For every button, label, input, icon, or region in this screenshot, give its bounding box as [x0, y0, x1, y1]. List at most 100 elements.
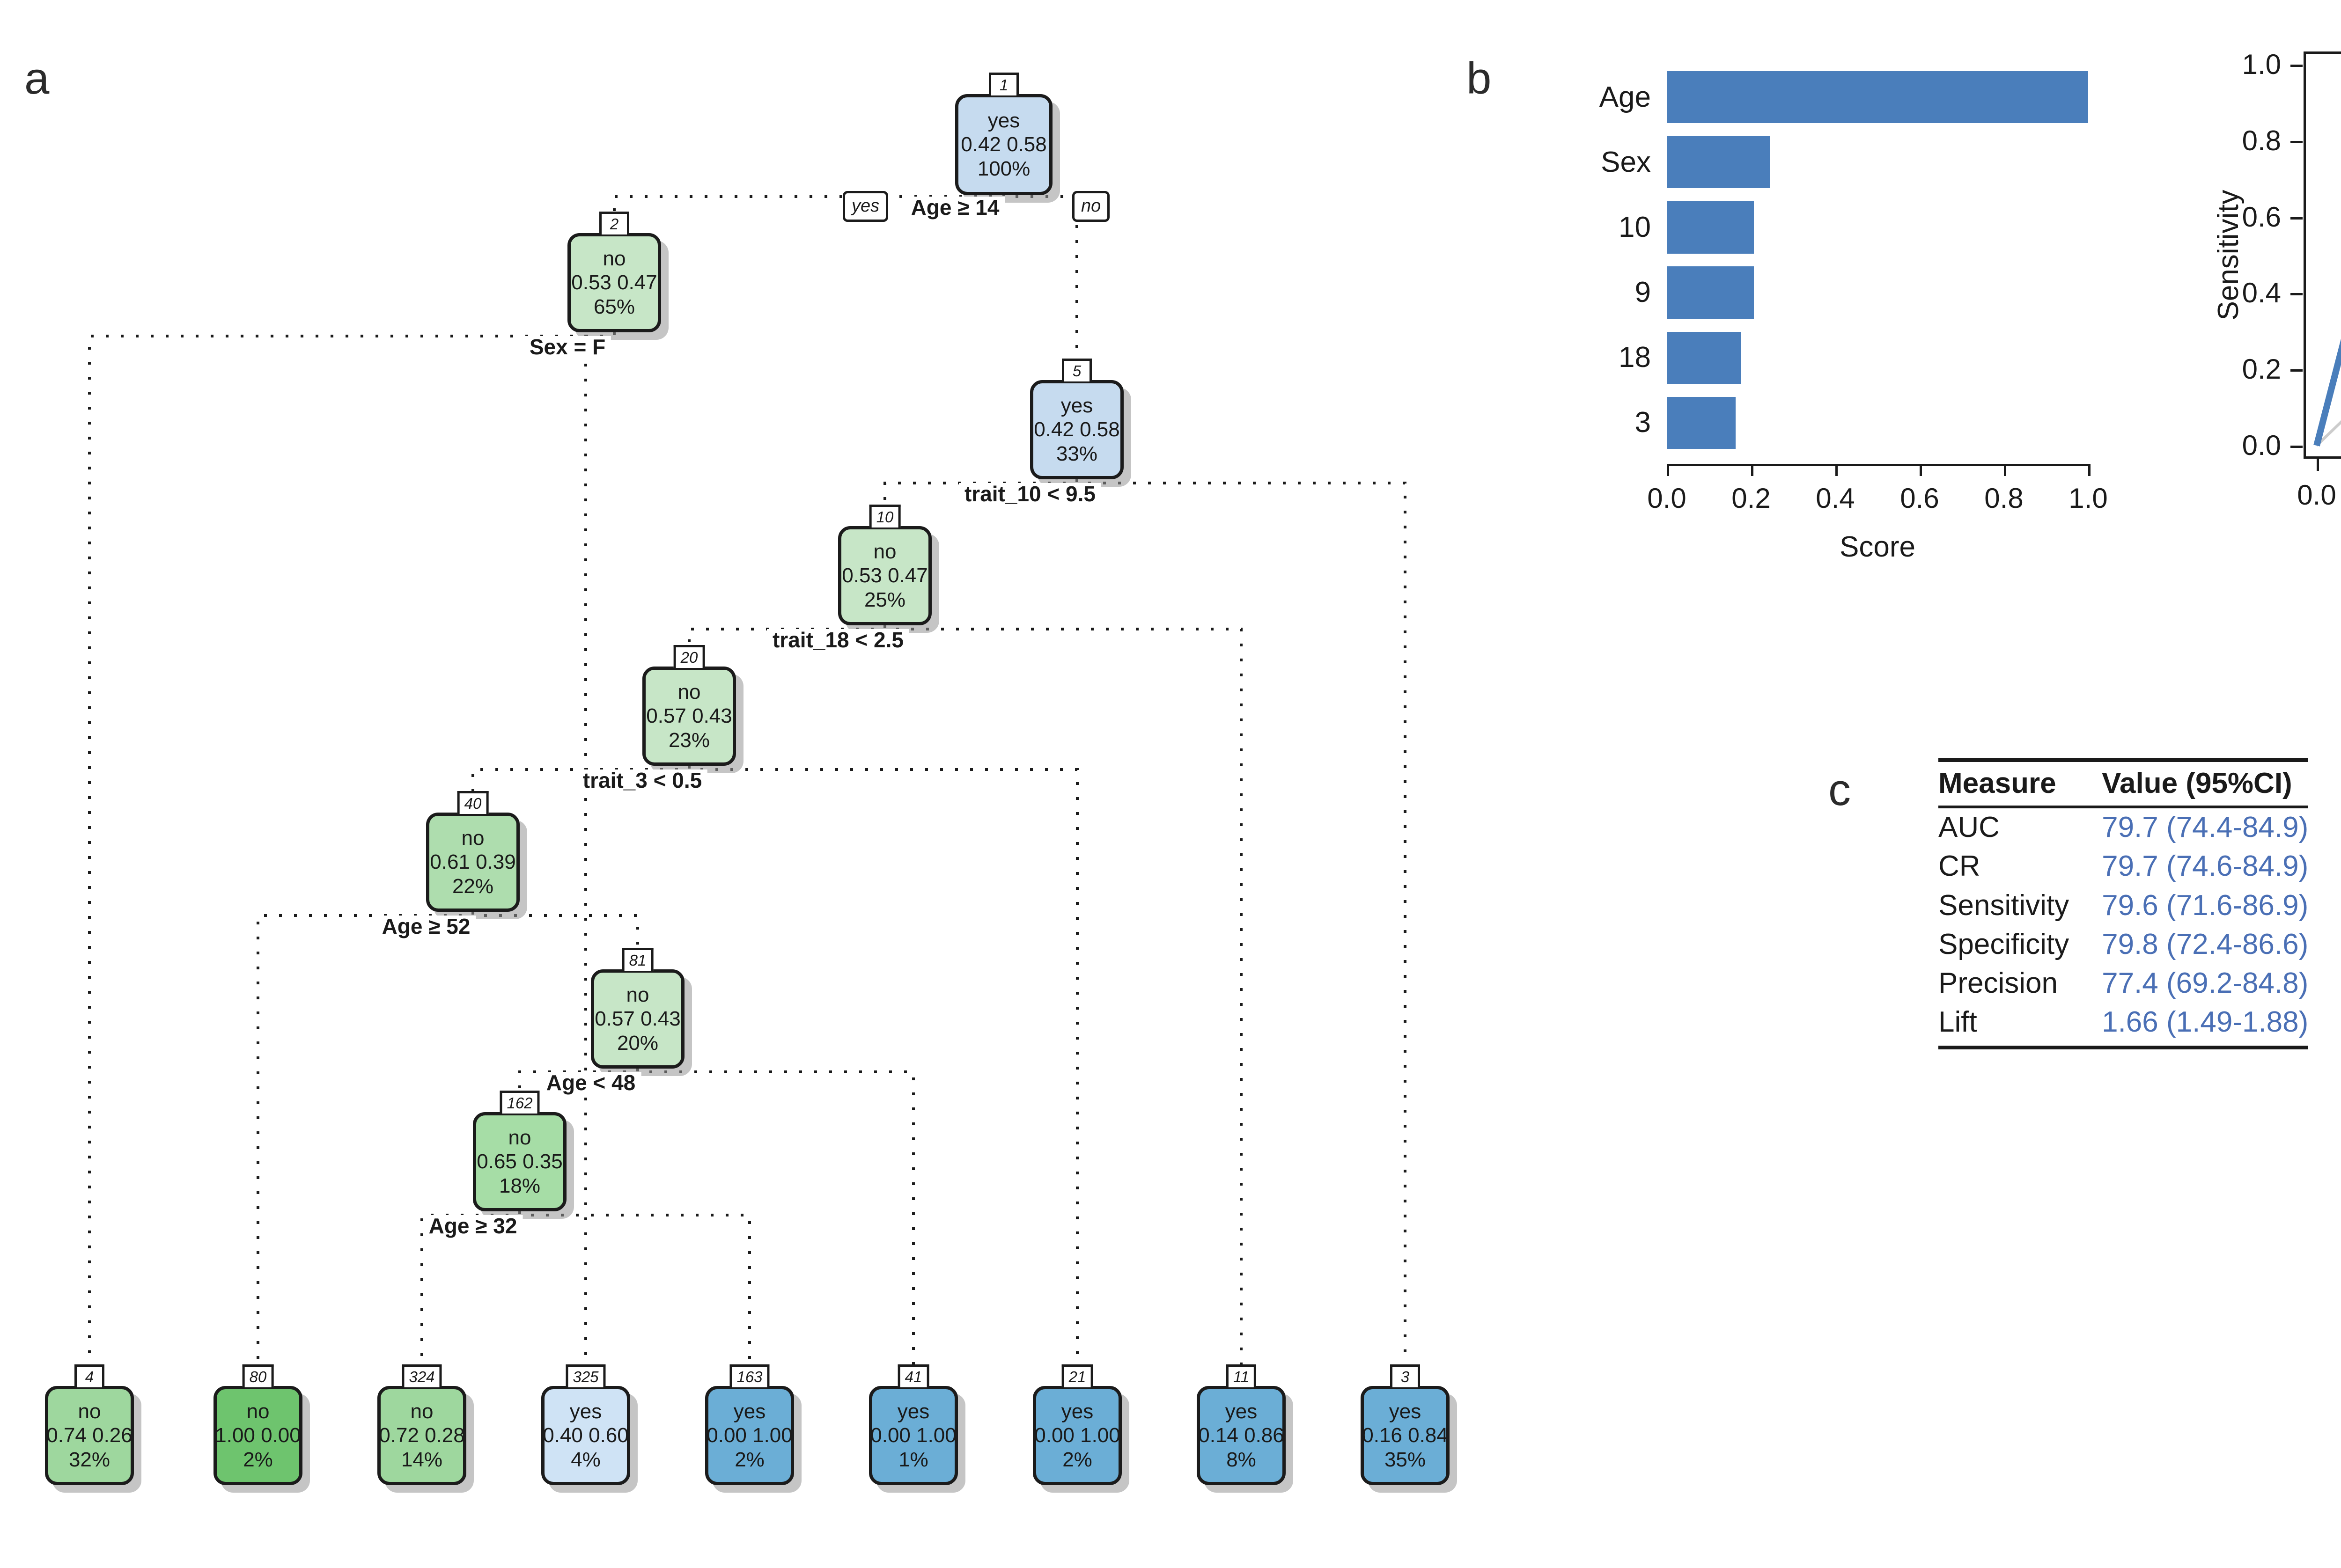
tree-node-class: no	[508, 1126, 531, 1150]
tree-node-badge: 2	[599, 212, 629, 234]
metrics-measure: Sensitivity	[1938, 889, 2069, 922]
tree-node-badge: 3	[1390, 1364, 1420, 1387]
panel-label-c: c	[1828, 765, 1851, 815]
bar-x-tick-label: 0.0	[1647, 483, 1686, 514]
tree-node-probs: 0.16 0.84	[1362, 1424, 1448, 1447]
metrics-measure: Lift	[1938, 1003, 2102, 1049]
tree-node-badge: 325	[566, 1364, 606, 1387]
bar-x-tick	[1667, 464, 1669, 476]
metrics-value: 79.6 (71.6-86.9)	[2102, 889, 2309, 922]
tree-split-label: trait_10 < 9.5	[958, 483, 1102, 505]
metrics-value: 79.7 (74.6-84.9)	[2102, 850, 2309, 883]
metrics-header-measure: Measure	[1938, 758, 2102, 809]
tree-node-probs: 0.00 1.00	[707, 1424, 793, 1447]
tree-node-class: no	[677, 681, 701, 704]
tree-node-badge: 41	[898, 1364, 929, 1387]
tree-node-probs: 0.00 1.00	[1034, 1424, 1120, 1447]
tree-node-class: no	[246, 1400, 270, 1423]
metrics-value: 79.7 (74.4-84.9)	[2102, 811, 2309, 844]
bar-x-tick-label: 0.8	[1984, 483, 2024, 514]
metrics-row: Precision 77.4 (69.2-84.8)	[1938, 964, 2308, 1003]
bar-x-tick-label: 1.0	[2069, 483, 2108, 514]
tree-node-class: yes	[1389, 1400, 1421, 1423]
tree-split-label: Age < 48	[540, 1072, 641, 1093]
bar-10	[1667, 201, 1754, 254]
tree-node-probs: 0.74 0.26	[46, 1424, 133, 1447]
tree-node-class: yes	[733, 1400, 766, 1423]
tree-node-badge: 20	[673, 645, 705, 668]
tree-split-label: trait_3 < 0.5	[577, 769, 708, 791]
tree-node-class: no	[78, 1400, 101, 1423]
panel-label-a: a	[24, 53, 50, 103]
tree-node-class: yes	[1061, 1400, 1094, 1423]
bar-category-label: 10	[1619, 211, 1651, 243]
tree-edge-20-21	[688, 766, 1079, 1364]
bar-category-label: Sex	[1601, 146, 1651, 178]
tree-node-probs: 0.57 0.43	[646, 704, 732, 728]
roc-x-tick	[2317, 459, 2319, 471]
tree-node-badge: 163	[729, 1364, 770, 1387]
tree-node-pct: 100%	[977, 157, 1031, 180]
tree-edge-10-11	[883, 625, 1243, 1364]
tree-node-class: yes	[897, 1400, 930, 1423]
bar-category-label: Age	[1599, 81, 1651, 113]
roc-y-tick-label: 0.0	[2242, 430, 2281, 461]
tree-node-badge: 10	[869, 505, 901, 528]
tree-split-label: trait_18 < 2.5	[766, 629, 910, 651]
metrics-value: 77.4 (69.2-84.8)	[2102, 967, 2309, 1000]
roc-series-layer	[2313, 338, 2341, 447]
tree-node-badge: 11	[1226, 1364, 1257, 1387]
roc-y-tick	[2290, 65, 2303, 67]
bar-18	[1667, 331, 1741, 384]
tree-node-class: no	[461, 827, 485, 850]
tree-node-class: yes	[987, 109, 1020, 132]
tree-node-probs: 0.72 0.28	[379, 1424, 465, 1447]
tree-node-badge: 324	[402, 1364, 442, 1387]
metrics-value: 1.66 (1.49-1.88)	[2102, 1003, 2309, 1049]
tree-node-class: no	[603, 247, 626, 271]
tree-edge-40-81	[471, 912, 639, 948]
roc-curve-chart: 0.00.20.40.60.81.00.00.20.40.60.81.01-Sp…	[2201, 47, 2341, 651]
roc-y-tick	[2290, 369, 2303, 372]
tree-node-badge: 1	[989, 73, 1019, 95]
bar-x-axis	[1667, 464, 2088, 466]
metrics-measure: Precision	[1938, 967, 2058, 1000]
bar-category-label: 3	[1634, 406, 1651, 439]
tree-node-pct: 14%	[401, 1448, 443, 1471]
roc-y-tick-label: 0.6	[2242, 201, 2281, 233]
tree-node-probs: 0.40 0.60	[543, 1424, 629, 1447]
roc-y-tick	[2290, 140, 2303, 143]
tree-node-badge: 21	[1061, 1364, 1093, 1387]
bar-x-tick	[2088, 464, 2091, 476]
tree-node-pct: 20%	[617, 1031, 659, 1055]
roc-y-tick-label: 0.2	[2242, 353, 2281, 385]
bar-x-tick-label: 0.4	[1816, 483, 1855, 514]
tree-branch-tag-yes: yes	[843, 191, 889, 222]
metrics-measure: CR	[1938, 850, 1980, 883]
roc-y-tick	[2290, 293, 2303, 296]
bar-x-tick	[1835, 464, 1838, 476]
roc-series-ROC	[2313, 338, 2341, 447]
tree-node-pct: 2%	[243, 1448, 273, 1471]
bar-x-tick	[2004, 464, 2006, 476]
bar-category-label: 9	[1634, 276, 1651, 309]
tree-edge-5-3	[1075, 479, 1406, 1364]
tree-node-badge: 81	[622, 948, 654, 971]
tree-node-badge: 40	[457, 791, 489, 814]
tree-branch-tag-no: no	[1072, 191, 1110, 222]
bar-x-tick	[1751, 464, 1753, 476]
